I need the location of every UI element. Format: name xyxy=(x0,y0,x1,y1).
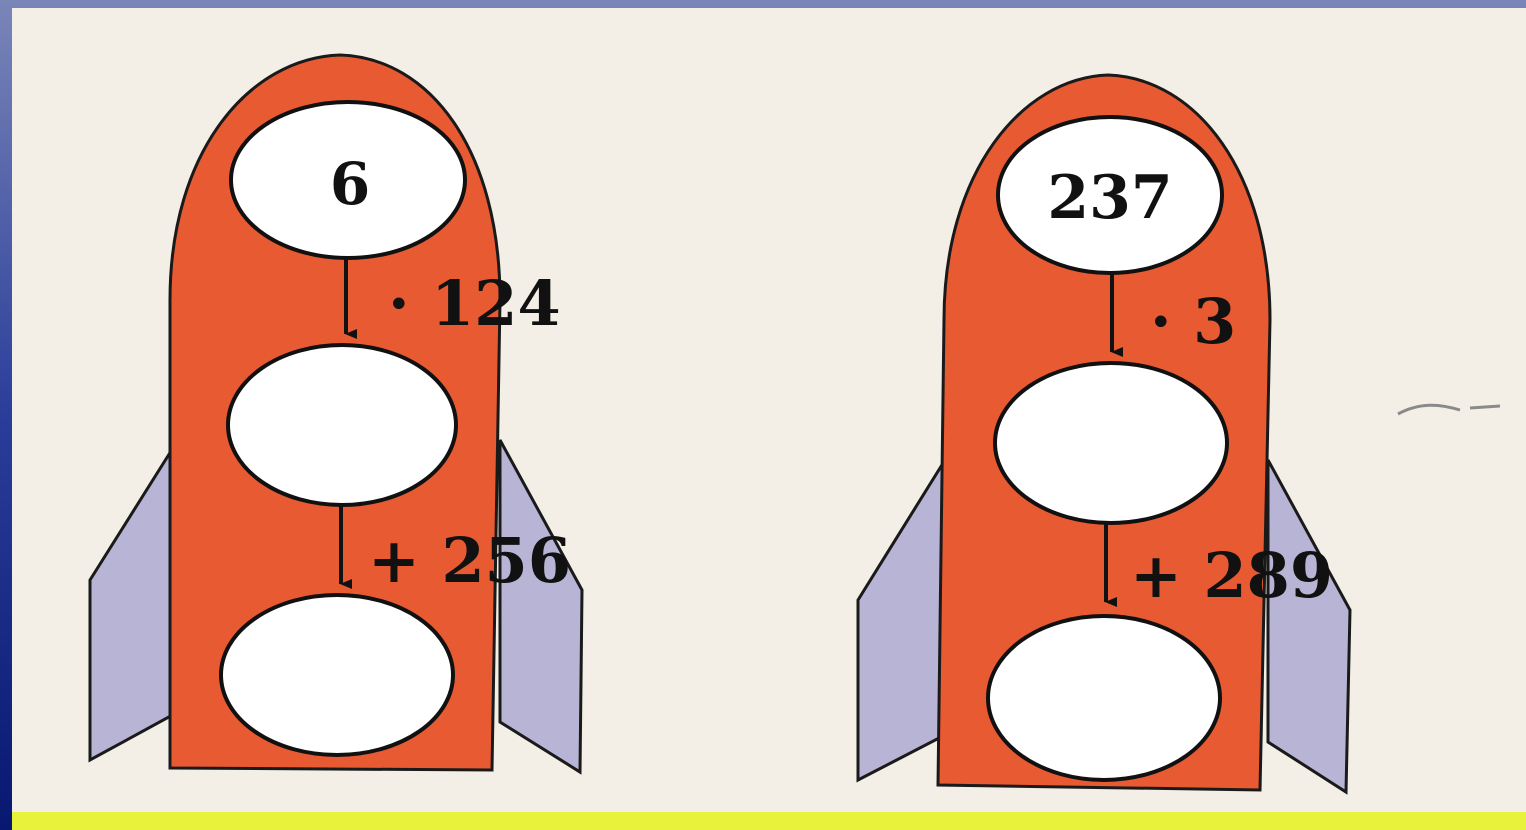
rocket-left-step1-operation: · 124 xyxy=(388,267,561,340)
rocket-right-oval-middle[interactable] xyxy=(995,363,1227,523)
rocket-right-step2-operation: + 289 xyxy=(1130,539,1333,612)
rocket-left-start-value: 6 xyxy=(330,150,370,218)
rocket-left-oval-middle[interactable] xyxy=(228,345,456,505)
rocket-left-oval-result[interactable] xyxy=(221,595,453,755)
rocket-left-step2-operation: + 256 xyxy=(368,524,571,597)
bottom-strip xyxy=(12,812,1526,830)
rocket-right-step1-operation: · 3 xyxy=(1150,285,1236,358)
rocket-right-oval-result[interactable] xyxy=(988,616,1220,780)
rocket-right-start-value: 237 xyxy=(1047,163,1172,233)
